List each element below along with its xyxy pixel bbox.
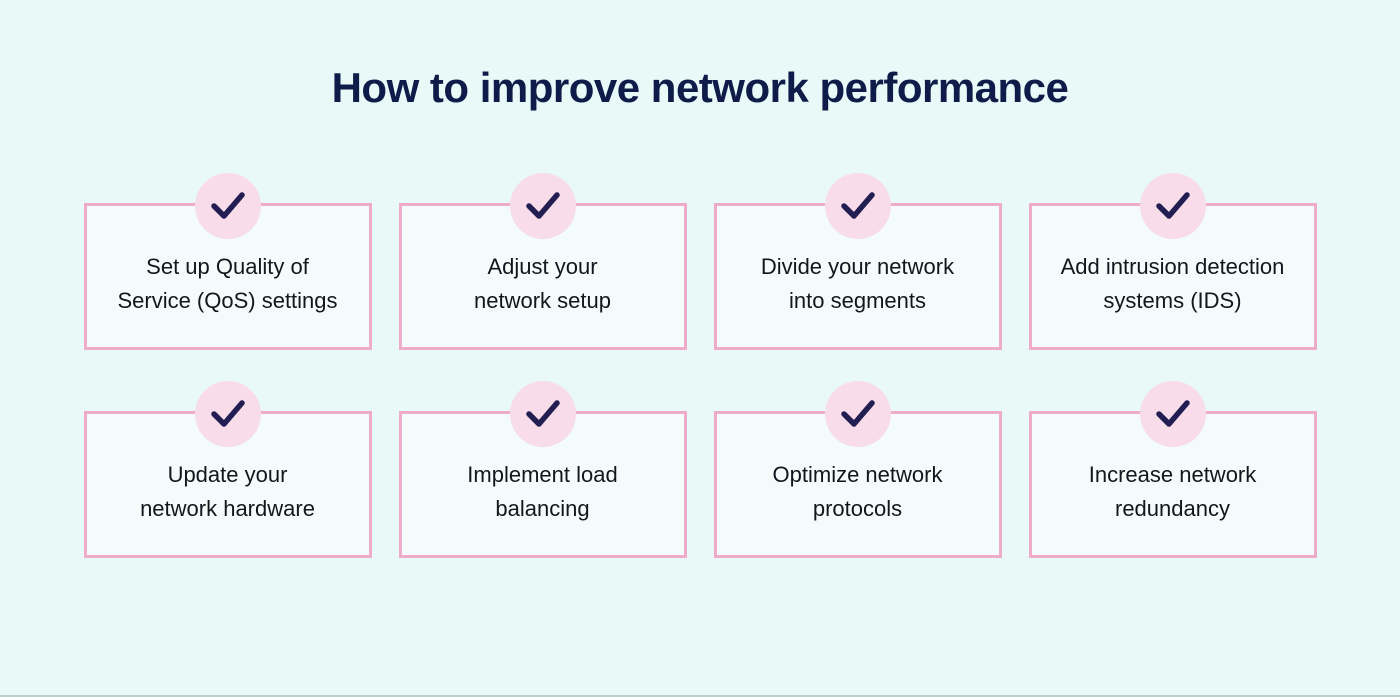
card-label: Set up Quality of Service (QoS) settings [117,250,337,318]
checkmark-icon [840,192,875,219]
checkmark-badge [194,381,261,447]
checkmark-badge [1139,381,1206,447]
card-label-line: Set up Quality of [146,253,309,279]
card-network-setup: Adjust your network setup [398,173,687,350]
checkmark-icon [210,400,245,427]
cards-row-top: Set up Quality of Service (QoS) settings… [83,173,1317,350]
card-label: Increase network redundancy [1089,458,1257,526]
card-label-line: Service (QoS) settings [117,287,338,313]
checkmark-badge [824,173,891,239]
card-label-line: Divide your network [760,253,955,279]
card-label-line: redundancy [1115,495,1230,521]
card-label-line: network setup [474,287,611,313]
checkmark-icon [525,400,560,427]
checkmark-icon [210,192,245,219]
card-label-line: Implement load [467,461,618,487]
checkmark-badge [509,173,576,239]
card-label-line: Update your [167,461,288,487]
card-intrusion-detection: Add intrusion detection systems (IDS) [1028,173,1317,350]
card-label-line: Add intrusion detection [1060,253,1285,279]
card-label-line: protocols [812,495,903,521]
checkmark-badge [194,173,261,239]
card-network-hardware: Update your network hardware [83,381,372,558]
card-label-line: Optimize network [772,461,943,487]
checkmark-badge [509,381,576,447]
card-label-line: Increase network [1088,461,1257,487]
checkmark-badge [1139,173,1206,239]
checkmark-icon [1155,400,1190,427]
checkmark-badge [824,381,891,447]
card-label: Optimize network protocols [773,458,943,526]
card-label-line: network hardware [140,495,315,521]
card-label: Divide your network into segments [761,250,954,318]
card-qos-settings: Set up Quality of Service (QoS) settings [83,173,372,350]
card-label-line: systems (IDS) [1103,287,1242,313]
card-load-balancing: Implement load balancing [398,381,687,558]
cards-grid: Set up Quality of Service (QoS) settings… [83,173,1317,558]
page-title: How to improve network performance [331,64,1069,111]
cards-row-bottom: Update your network hardware Implement l… [83,381,1317,558]
card-network-segments: Divide your network into segments [713,173,1002,350]
card-network-protocols: Optimize network protocols [713,381,1002,558]
checkmark-icon [525,192,560,219]
card-network-redundancy: Increase network redundancy [1028,381,1317,558]
card-label: Implement load balancing [467,458,617,526]
checkmark-icon [1155,192,1190,219]
checkmark-icon [840,400,875,427]
card-label: Add intrusion detection systems (IDS) [1061,250,1285,318]
card-label-line: balancing [495,495,590,521]
card-label: Update your network hardware [140,458,315,526]
card-label-line: into segments [789,287,926,313]
card-label: Adjust your network setup [474,250,611,318]
card-label-line: Adjust your [487,253,598,279]
